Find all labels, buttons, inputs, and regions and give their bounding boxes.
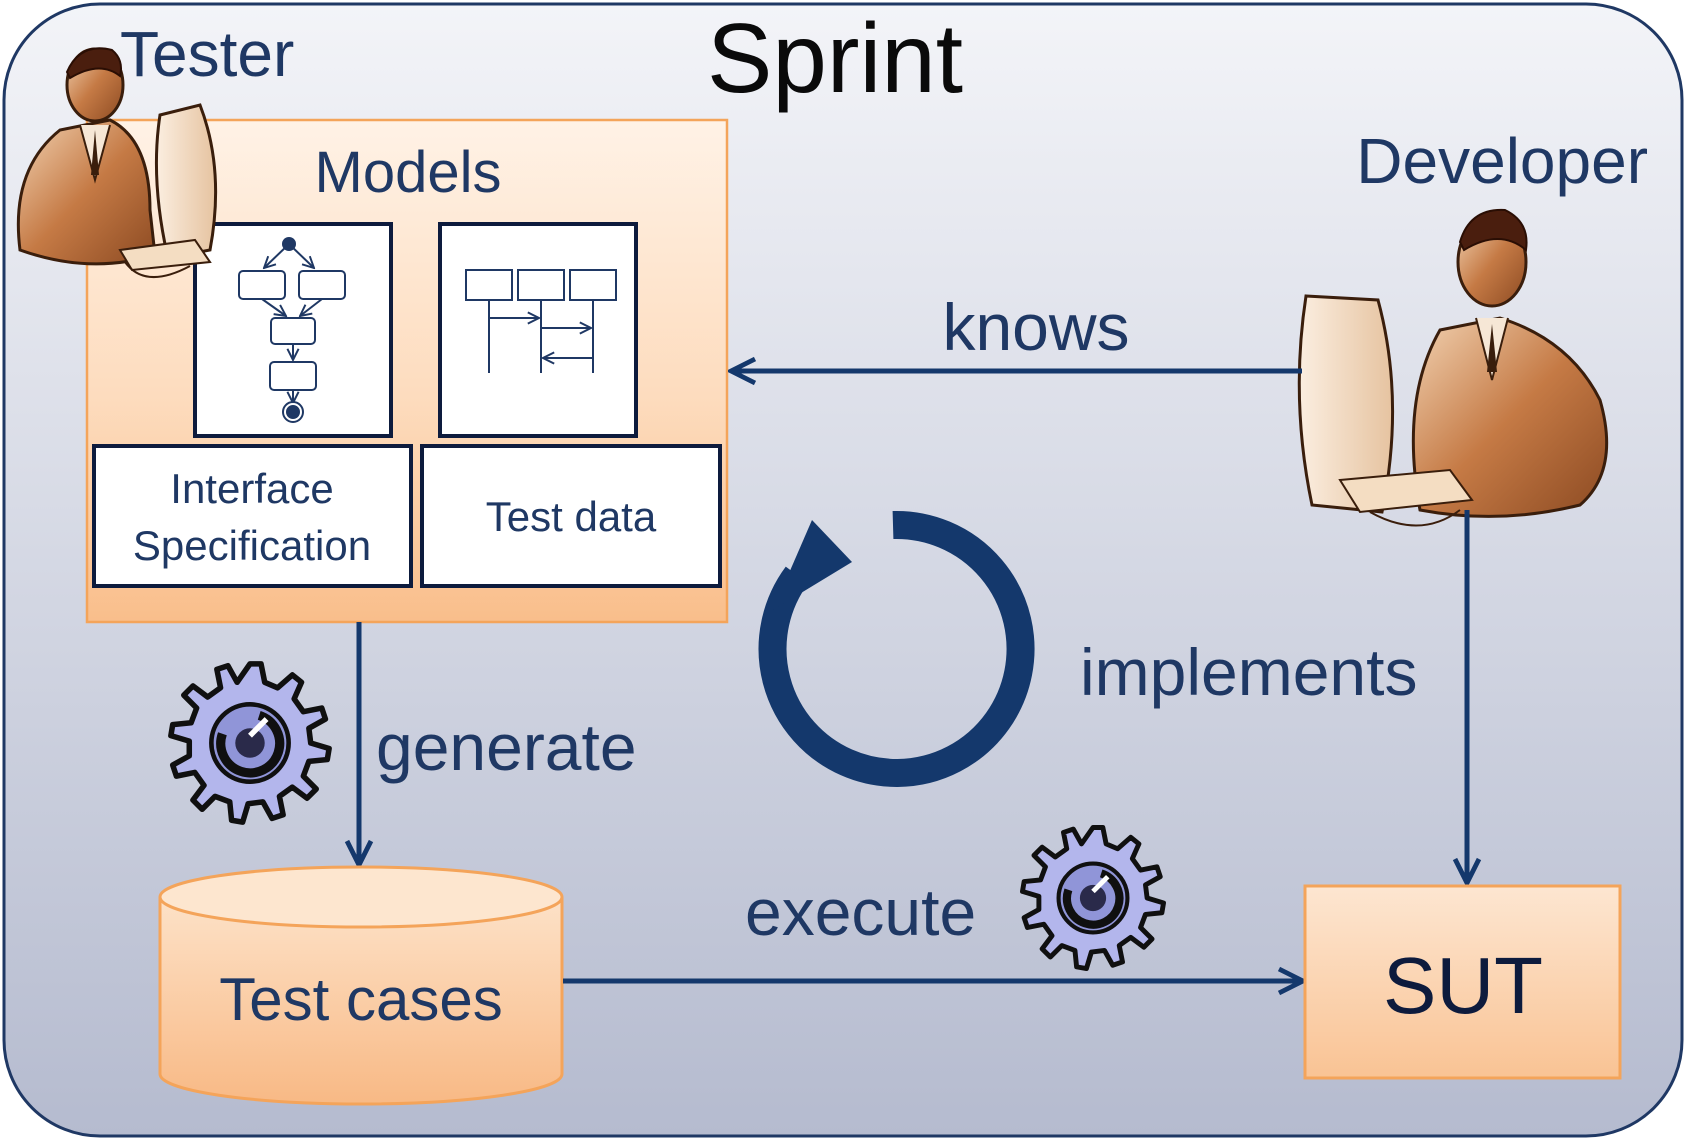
- interface-spec-label-line2: Specification: [133, 522, 371, 569]
- test-cases-label: Test cases: [219, 966, 502, 1033]
- sut-label: SUT: [1383, 941, 1543, 1030]
- test-data-box: [420, 444, 722, 588]
- interface-spec-label-line1: Interface: [170, 465, 333, 512]
- developer-figure-icon: [1297, 208, 1609, 527]
- developer-label: Developer: [1356, 125, 1648, 197]
- implements-label: implements: [1080, 635, 1417, 709]
- sprint-title: Sprint: [707, 3, 963, 113]
- test-data-label: Test data: [486, 493, 657, 540]
- generate-label: generate: [376, 710, 637, 784]
- execute-label: execute: [745, 875, 976, 949]
- state-machine-model-card: [193, 222, 393, 438]
- models-label: Models: [315, 140, 502, 205]
- iteration-cycle-icon: [758, 510, 1035, 787]
- tester-figure-icon: [16, 47, 218, 279]
- test-cases-store: [158, 865, 564, 1106]
- interface-spec-box: [92, 444, 413, 588]
- knows-label: knows: [942, 290, 1129, 364]
- tester-label: Tester: [120, 18, 294, 90]
- sequence-model-card: [438, 222, 638, 438]
- sut-box: [1303, 884, 1622, 1080]
